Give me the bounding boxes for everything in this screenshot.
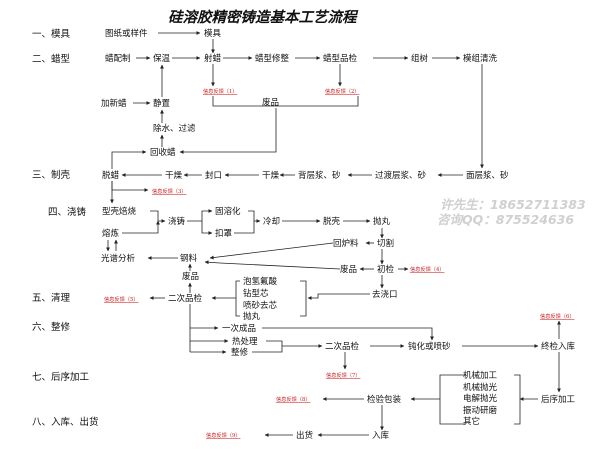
node-final-check: 终检入库 <box>541 341 576 352</box>
feedback-5[interactable]: 信息反馈（5） <box>104 295 138 303</box>
node-trans-coat: 过渡层浆、砂 <box>375 170 427 181</box>
node-settle: 静置 <box>153 98 171 109</box>
node-vib-grind: 振动研磨 <box>463 405 498 416</box>
node-dry1: 干燥 <box>165 170 183 181</box>
node-wax-inspect: 蜡型品检 <box>323 53 358 64</box>
feedback-1[interactable]: 信息反馈（1） <box>203 87 237 95</box>
node-add-wax: 加新蜡 <box>101 98 127 109</box>
node-wax-trim: 蜡型修整 <box>255 53 290 64</box>
node-ship: 出货 <box>296 430 314 441</box>
arrow-pour-solid <box>187 209 213 222</box>
bracket-cleaning-ops <box>235 280 240 317</box>
stage-warehouse-ship: 八、入库、出货 <box>32 416 99 428</box>
node-steel: 钢料 <box>180 253 198 264</box>
node-solid-sol: 固溶化 <box>215 206 241 217</box>
diagram-title: 硅溶胶精密铸造基本工艺流程 <box>168 9 359 26</box>
node-return-charge: 回炉料 <box>333 238 359 249</box>
node-second-check: 二次品检 <box>168 293 203 304</box>
arrow-bake-pour <box>150 210 166 223</box>
arrow-smelt-pour <box>122 220 160 234</box>
node-spectro: 光谱分析 <box>101 253 136 264</box>
node-keep-warm: 保温 <box>153 53 171 64</box>
node-second-product: 二次品检 <box>325 341 360 352</box>
node-scrap2: 废品 <box>182 271 199 282</box>
node-shot-blast: 抛丸 <box>373 216 391 227</box>
line-scrap1-bracket <box>212 96 359 107</box>
node-scrap1: 废品 <box>262 97 279 108</box>
node-seal: 封口 <box>205 170 222 181</box>
node-drill-core: 钻型芯 <box>243 288 269 299</box>
stage-casting: 四、浇铸 <box>48 206 87 218</box>
node-recycle-wax: 回收蜡 <box>150 147 176 158</box>
watermark-qq: 咨询QQ：875524636 <box>437 212 574 227</box>
feedback-7[interactable]: 信息反馈（7） <box>326 371 360 379</box>
node-first-check: 初检 <box>377 264 395 275</box>
node-pour: 浇铸 <box>168 216 186 227</box>
arrow-dewax-fb3 <box>111 181 149 192</box>
node-first-product: 一次成品 <box>222 323 256 334</box>
node-shot2: 抛丸 <box>243 311 261 322</box>
arrow-dewax-recycle <box>111 150 147 169</box>
stage-post-process: 七、后序加工 <box>32 371 90 383</box>
node-inject: 射蜡 <box>204 53 222 64</box>
node-heat-treat: 热处理 <box>232 336 258 347</box>
line-bracket-right <box>300 280 307 317</box>
node-assemble: 组树 <box>411 53 429 64</box>
line-hood-cool <box>234 221 255 234</box>
feedback-3[interactable]: 信息反馈（3） <box>152 187 186 195</box>
node-dry2: 干燥 <box>262 170 280 181</box>
feedback-8[interactable]: 信息反馈（8） <box>276 395 310 403</box>
node-back-coat: 背层浆、砂 <box>298 170 341 181</box>
arrow-gate-bracket <box>307 293 370 300</box>
node-dewax: 脱蜡 <box>102 170 120 181</box>
node-deshell: 脱壳 <box>323 216 341 227</box>
node-remove-gate: 去浇口 <box>372 289 398 300</box>
node-scrap3: 废品 <box>340 264 357 275</box>
arrow-first-product-passivate <box>262 327 434 341</box>
stage-shell: 三、制壳 <box>32 169 71 181</box>
node-face-coat: 面层浆、砂 <box>466 170 509 181</box>
node-other: 其它 <box>463 416 480 427</box>
node-cool: 冷却 <box>263 216 280 227</box>
node-inspect-pack: 检验包装 <box>367 394 402 405</box>
arrow-scrap3-steel <box>204 260 341 270</box>
node-warehouse: 入库 <box>372 430 390 441</box>
node-wax-mix: 蜡配制 <box>105 53 131 64</box>
node-machining: 机械加工 <box>463 370 498 381</box>
feedback-4[interactable]: 信息反馈（4） <box>410 265 444 273</box>
arrow-return-steel <box>209 242 334 260</box>
stage-mold: 一、模具 <box>32 28 71 40</box>
feedback-9[interactable]: 信息反馈（9） <box>206 431 240 439</box>
feedback-2[interactable]: 信息反馈（2） <box>325 87 359 95</box>
line-scrap1-recycle <box>179 108 277 154</box>
node-post-process: 后序加工 <box>541 394 576 405</box>
node-shell-bake: 型壳焙烧 <box>102 206 137 217</box>
node-cut: 切割 <box>377 238 394 249</box>
node-sand-core: 喷砂去芯 <box>243 300 278 311</box>
arrow-pour-hood <box>201 221 213 235</box>
node-drawing: 图纸或样件 <box>105 28 148 39</box>
line-bracket-post-right <box>514 374 521 425</box>
node-mech-polish: 机械抛光 <box>463 382 498 393</box>
stage-cleaning: 五、清理 <box>32 292 71 304</box>
watermark-phone: 许先生：18652711383 <box>440 197 586 212</box>
node-passivate: 钝化或喷砂 <box>408 341 451 352</box>
node-clean-tree: 模组清洗 <box>463 53 498 64</box>
line-heat-repair <box>252 340 283 353</box>
bracket-post-ops <box>439 374 466 425</box>
node-electro-polish: 电解抛光 <box>463 393 498 404</box>
stage-wax: 二、蜡型 <box>32 53 71 65</box>
feedback-6[interactable]: 信息反馈（6） <box>540 312 574 320</box>
node-smelt: 熔炼 <box>102 228 120 239</box>
arrow-solid-cool <box>248 210 261 223</box>
node-mold: 模具 <box>204 28 222 39</box>
node-repair: 整修 <box>231 347 249 358</box>
node-dewater: 除水、过滤 <box>153 123 196 134</box>
node-hood: 扣罩 <box>215 228 233 239</box>
stage-repair: 六、整修 <box>32 321 71 333</box>
node-pickle: 泡氢氟酸 <box>243 276 278 287</box>
